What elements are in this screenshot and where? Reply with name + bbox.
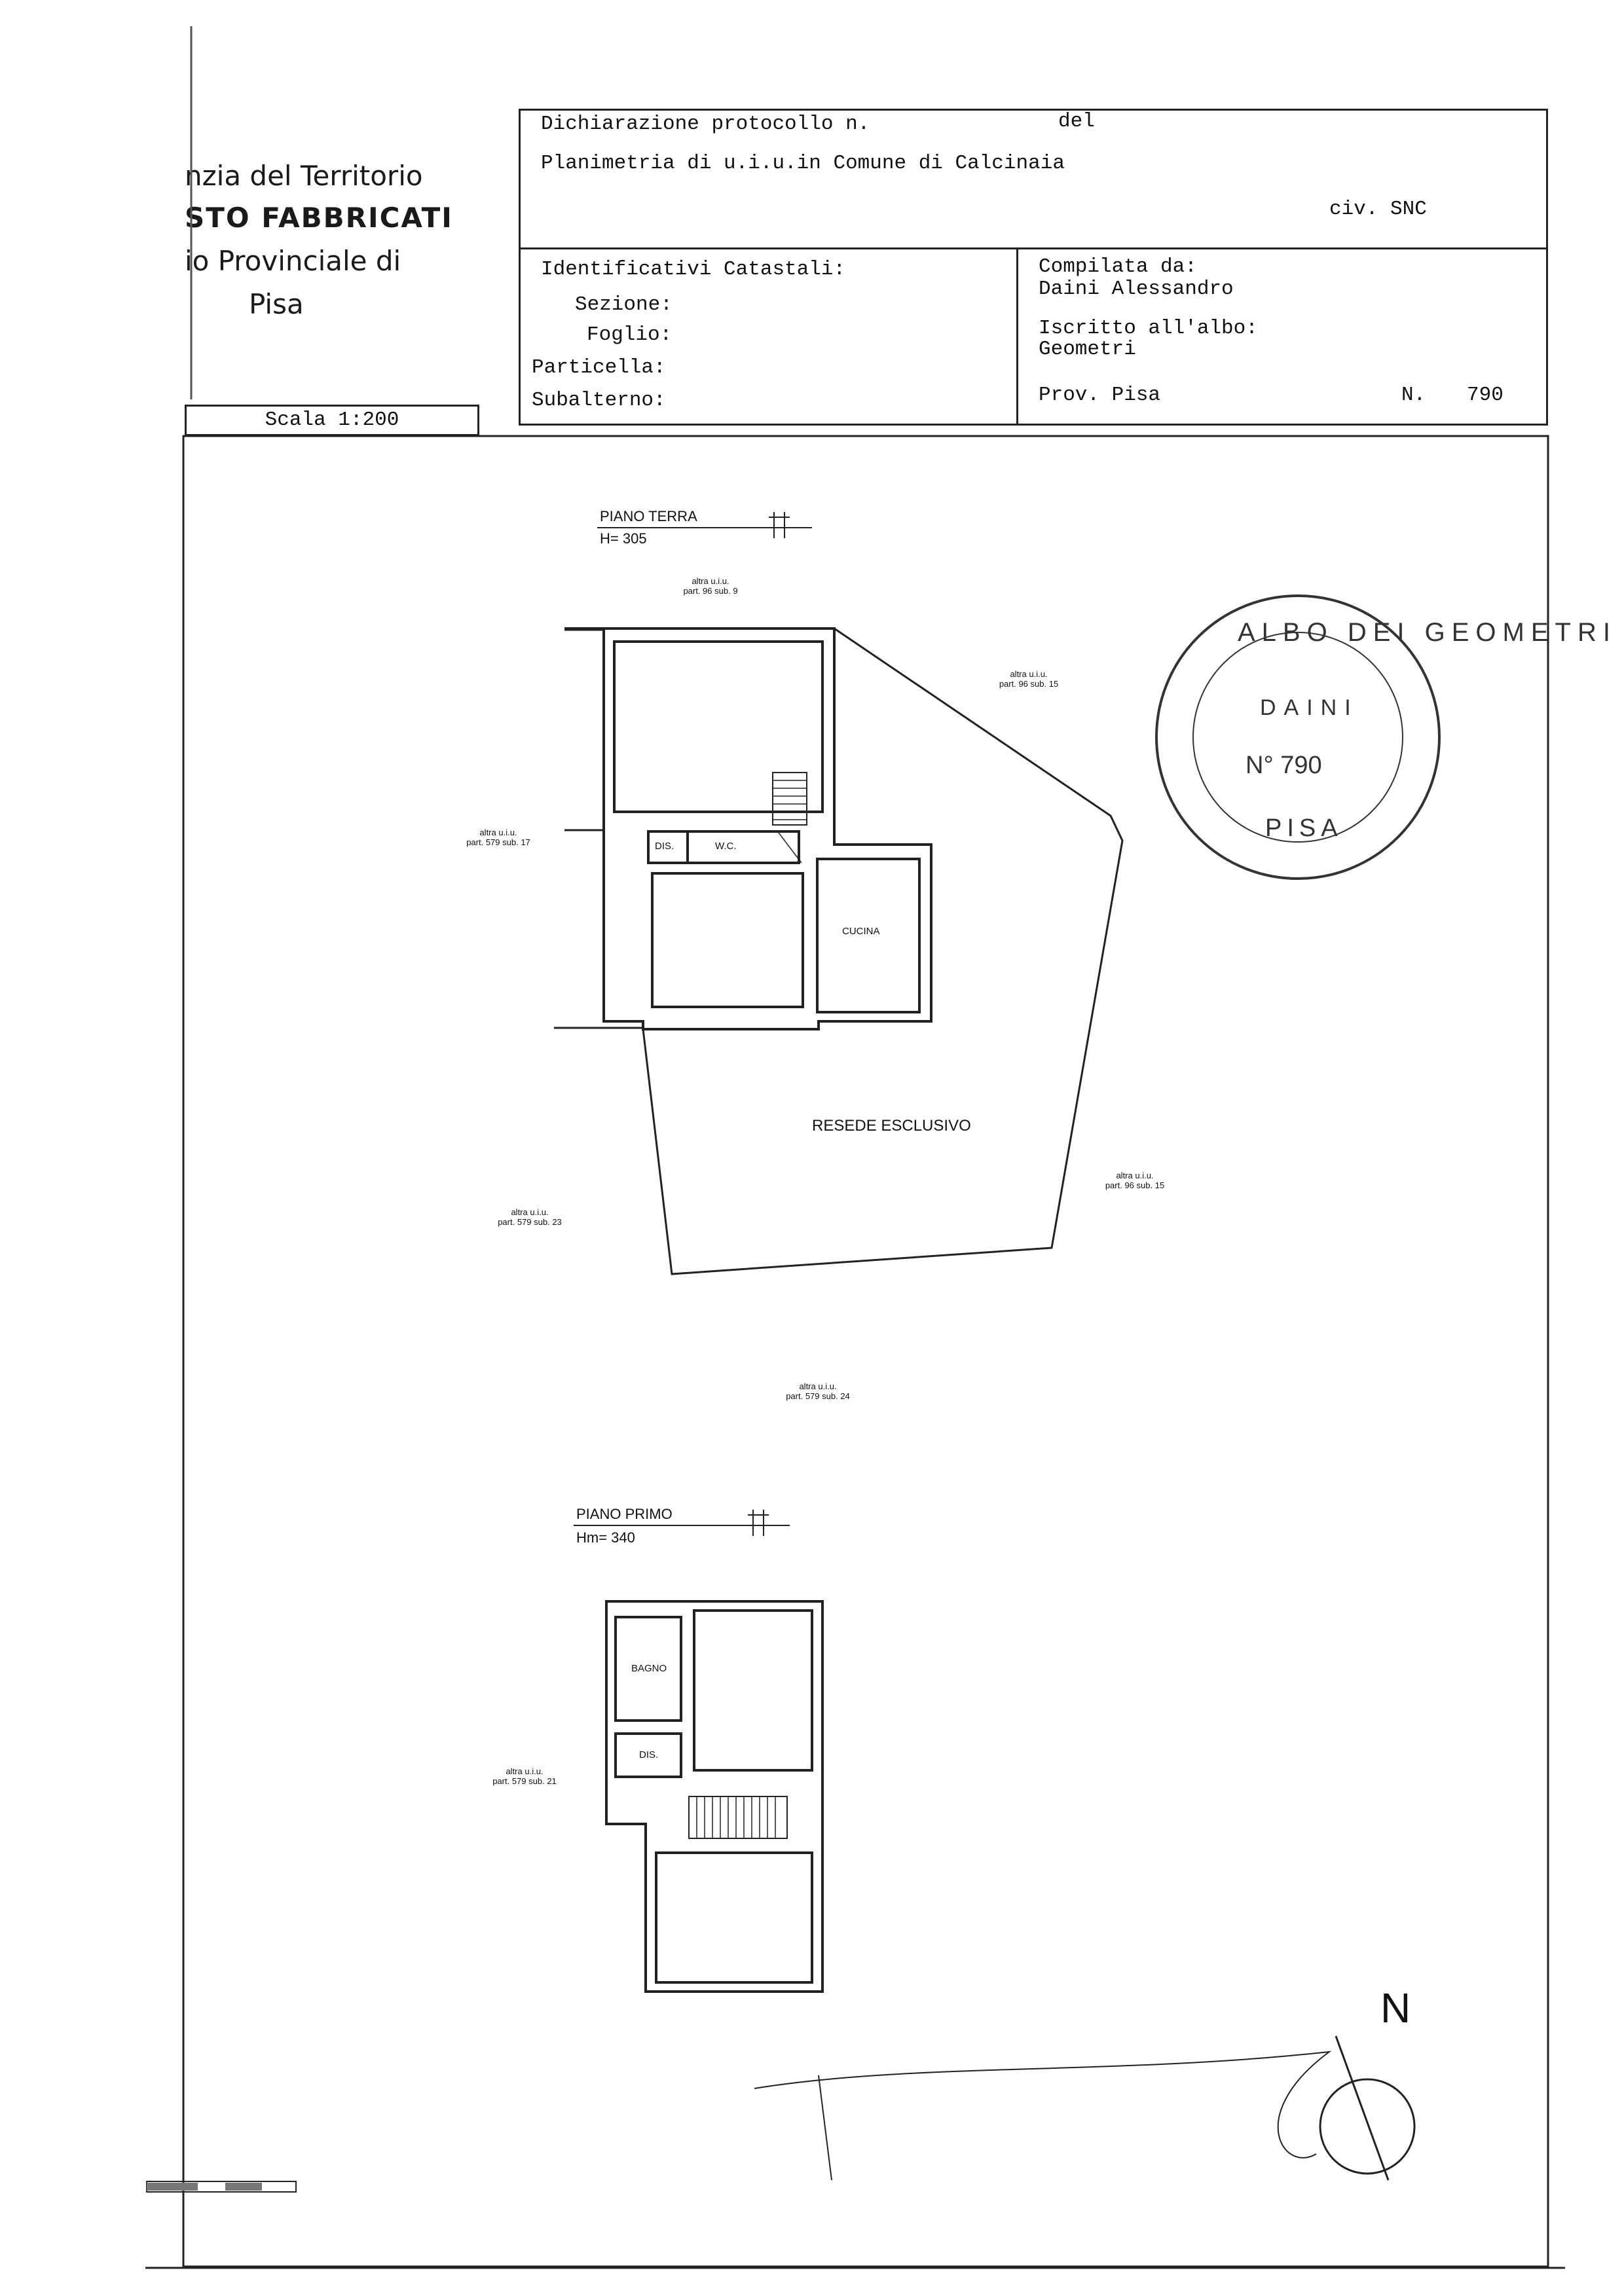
first-floor-height: Hm= 340: [576, 1529, 635, 1546]
scale-bar: [146, 2181, 297, 2193]
sezione-label: Sezione:: [575, 293, 673, 316]
stamp-top-text: ALBO DEI GEOMETRI: [1238, 618, 1617, 647]
iscritto-label: Iscritto all'albo:: [1039, 317, 1258, 340]
scale-label: Scala 1:200: [265, 409, 399, 431]
room-wc: W.C.: [715, 841, 737, 852]
room-bagno: BAGNO: [631, 1663, 667, 1674]
neighbor-bottom: altra u.i.u.part. 579 sub. 24: [786, 1381, 850, 1401]
ground-floor-stairs: [773, 780, 807, 864]
first-floor-title: PIANO PRIMO: [576, 1506, 673, 1522]
ground-floor-walls: [564, 627, 932, 1030]
n-value: 790: [1467, 384, 1504, 407]
first-floor-stairs: [696, 1796, 776, 1838]
stamp-bottom-text: PISA: [1265, 814, 1343, 842]
office-line-4: Pisa: [249, 288, 304, 320]
identificativi-label: Identificativi Catastali:: [541, 258, 846, 281]
neighbor-right-low: altra u.i.u.part. 96 sub. 15: [1105, 1171, 1165, 1190]
compilatore-name: Daini Alessandro: [1039, 278, 1234, 301]
civ-label: civ. SNC: [1329, 198, 1427, 221]
ground-floor-title: PIANO TERRA: [600, 508, 697, 524]
first-floor-walls: [605, 1600, 824, 1993]
office-line-2: STO FABBRICATI: [185, 202, 453, 234]
room-dis-ground: DIS.: [655, 841, 674, 852]
neighbor-left-low: altra u.i.u.part. 579 sub. 23: [498, 1207, 562, 1227]
compilata-label: Compilata da:: [1039, 255, 1197, 278]
north-label: N: [1380, 1984, 1411, 2032]
office-line-1: nzia del Territorio: [185, 160, 423, 192]
planimetria-label: Planimetria di u.i.u.in Comune di Calcin…: [541, 152, 1065, 175]
floor-symbol-primo: [748, 1510, 769, 1536]
header-col-divider: [1016, 247, 1018, 426]
del-label: del: [1058, 110, 1095, 133]
office-line-3: io Provinciale di: [185, 245, 401, 277]
neighbor-first-left: altra u.i.u.part. 579 sub. 21: [492, 1766, 557, 1786]
floor-symbol-terra: [769, 512, 790, 538]
geometri-stamp: [1155, 594, 1441, 880]
neighbor-right-top: altra u.i.u.part. 96 sub. 15: [999, 669, 1059, 689]
stamp-number: N° 790: [1246, 752, 1322, 779]
room-dis-first: DIS.: [639, 1749, 659, 1760]
neighbor-top: altra u.i.u.part. 96 sub. 9: [683, 576, 738, 596]
particella-label: Particella:: [532, 356, 666, 379]
header-divider: [519, 247, 1548, 249]
header-table: [519, 109, 1548, 426]
dichiarazione-label: Dichiarazione protocollo n.: [541, 113, 870, 136]
north-arrow-icon: [754, 2035, 1416, 2181]
resede-boundary: [642, 627, 1124, 1275]
ground-floor-height: H= 305: [600, 530, 647, 547]
neighbor-left: altra u.i.u.part. 579 sub. 17: [466, 828, 530, 847]
prov-label: Prov. Pisa: [1039, 384, 1161, 407]
room-resede: RESEDE ESCLUSIVO: [812, 1117, 971, 1135]
n-label: N.: [1401, 384, 1426, 407]
stamp-name: DAINI: [1260, 695, 1359, 720]
subalterno-label: Subalterno:: [532, 389, 666, 412]
drawing-frame: [182, 435, 1549, 2268]
foglio-label: Foglio:: [587, 323, 673, 346]
room-cucina: CUCINA: [842, 926, 880, 937]
albo-value: Geometri: [1039, 338, 1136, 361]
